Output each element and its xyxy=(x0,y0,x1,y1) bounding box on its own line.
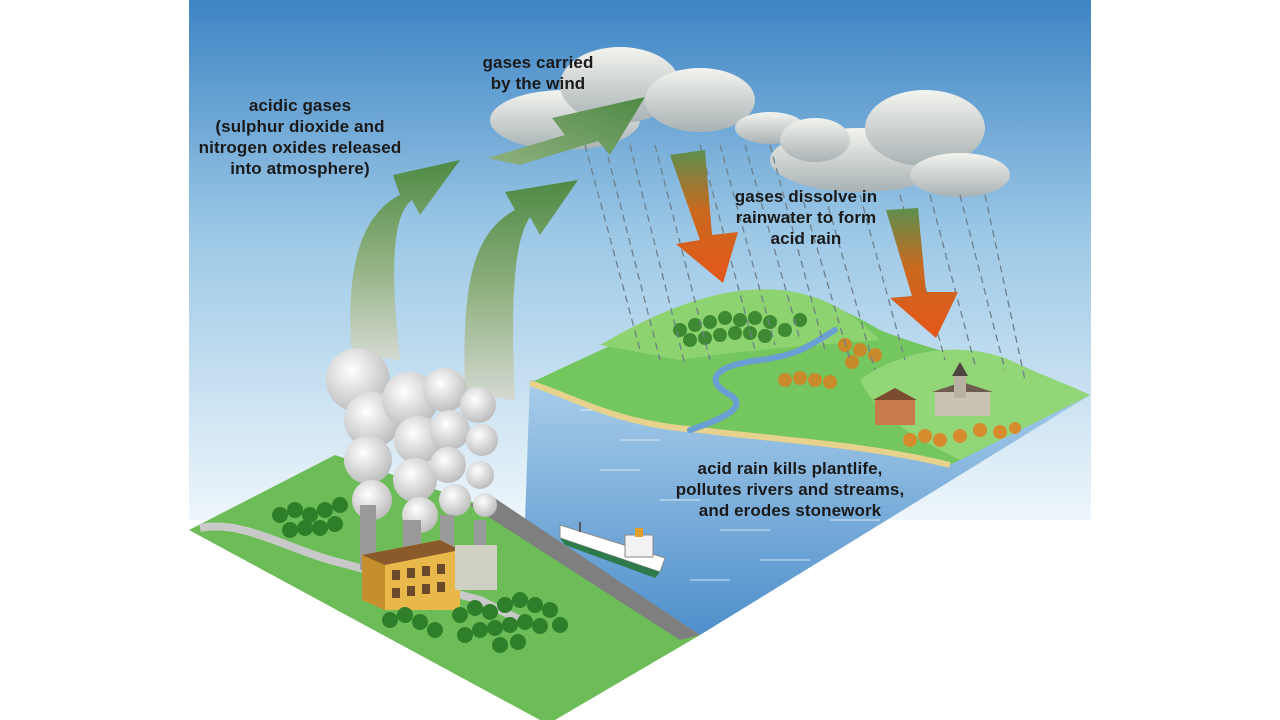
wind-arrow xyxy=(488,97,645,165)
label-gases-carried: gases carried by the wind xyxy=(482,53,594,93)
river xyxy=(687,327,838,433)
cloud-right xyxy=(770,90,1010,197)
ship xyxy=(559,522,666,578)
wave-lines xyxy=(580,409,880,581)
canal xyxy=(470,495,700,640)
label-acidic-gases: acidic gases (sulphur dioxide and nitrog… xyxy=(198,96,402,178)
rain-arrow-right xyxy=(886,208,958,338)
gas-arrow-right xyxy=(464,180,578,400)
shore xyxy=(529,380,951,468)
smoke-plumes xyxy=(326,348,498,533)
gas-arrow-left xyxy=(350,160,460,360)
trees-factory xyxy=(272,497,568,653)
road xyxy=(199,522,522,624)
rain-arrow-left xyxy=(670,150,738,283)
label-acid-rain-effects: acid rain kills plantlife, pollutes rive… xyxy=(675,459,905,520)
label-gases-dissolve: gases dissolve in rainwater to form acid… xyxy=(734,187,878,248)
forest-hill xyxy=(673,311,807,347)
rain-lines xyxy=(584,144,1026,381)
village xyxy=(873,362,1021,447)
factory xyxy=(362,540,497,610)
